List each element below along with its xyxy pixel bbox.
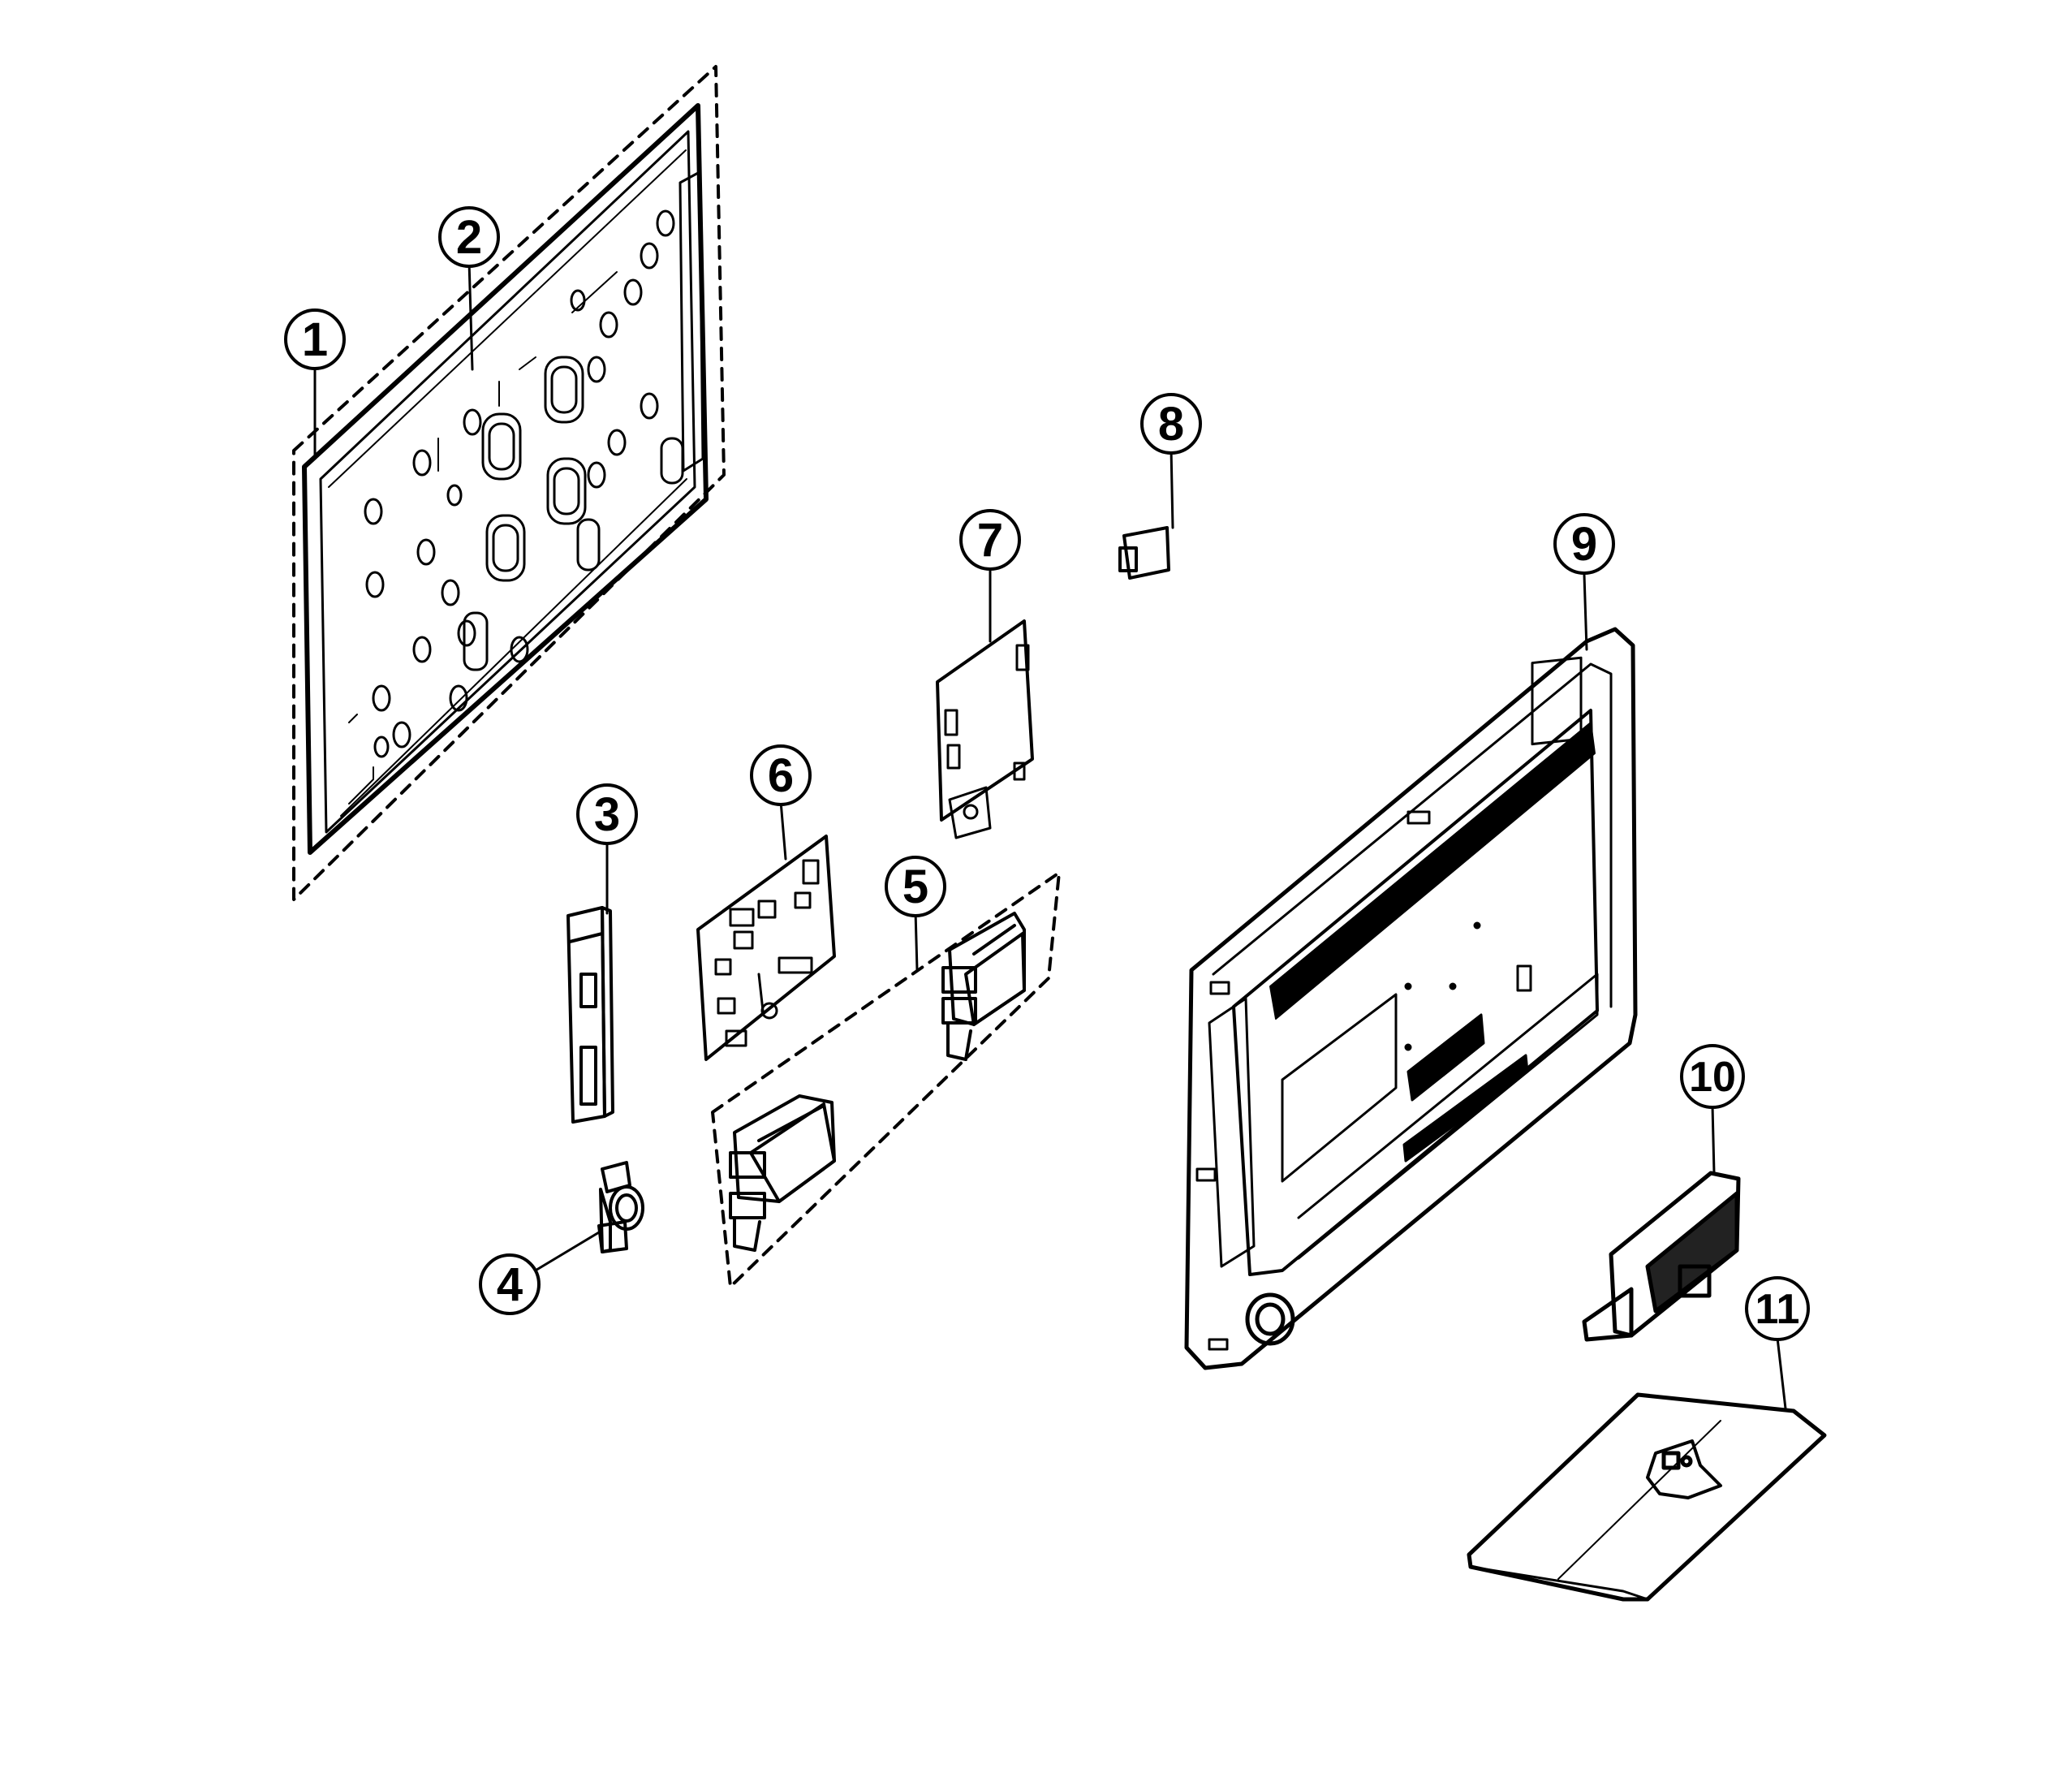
callout-label-4: 4 [497,1258,523,1311]
part-main-board [696,800,836,1061]
part-label [1118,446,1174,580]
callout-5: 5 [885,856,946,917]
leader-line-10 [1711,1104,1716,1175]
leader-line-11 [1776,1336,1787,1410]
callout-label-9: 9 [1571,518,1597,571]
callout-9: 9 [1553,513,1615,575]
panel-dashed-outline [292,65,726,901]
callout-10: 10 [1680,1044,1745,1109]
part-power-board [936,563,1034,839]
callout-label-8: 8 [1158,398,1184,451]
callout-11: 11 [1745,1276,1810,1341]
callout-2: 2 [438,206,500,268]
leader-line-5 [914,909,919,972]
part-sensor [532,1161,644,1273]
part-lcd-panel [292,65,726,901]
callout-label-11: 11 [1755,1286,1800,1333]
callout-1: 1 [284,308,346,370]
speakers-dashed-outline [711,871,1061,1288]
part-stand-neck [1582,1104,1741,1342]
leader-line-9 [1583,573,1588,651]
callout-label-10: 10 [1689,1054,1736,1101]
callout-4: 4 [479,1253,541,1315]
callout-label-5: 5 [902,861,928,913]
part-stand-base [1467,1336,1827,1602]
callout-label-7: 7 [977,514,1003,567]
panel-inner-frame [319,130,696,834]
leader-line-4 [532,1231,601,1273]
callout-label-3: 3 [594,788,620,841]
callout-label-2: 2 [456,211,482,264]
callout-label-1: 1 [302,313,328,366]
leader-line-8 [1170,446,1174,529]
callout-6: 6 [750,744,812,806]
callout-8: 8 [1140,393,1202,455]
leader-line-2 [467,260,474,371]
leader-line-6 [779,800,787,861]
callout-3: 3 [576,783,638,845]
part-rear-cover [1184,573,1638,1370]
callout-label-6: 6 [768,749,794,802]
panel-outer-frame [302,103,709,855]
callout-7: 7 [959,509,1021,571]
part-bracket [566,838,614,1124]
part-speakers [711,871,1061,1288]
